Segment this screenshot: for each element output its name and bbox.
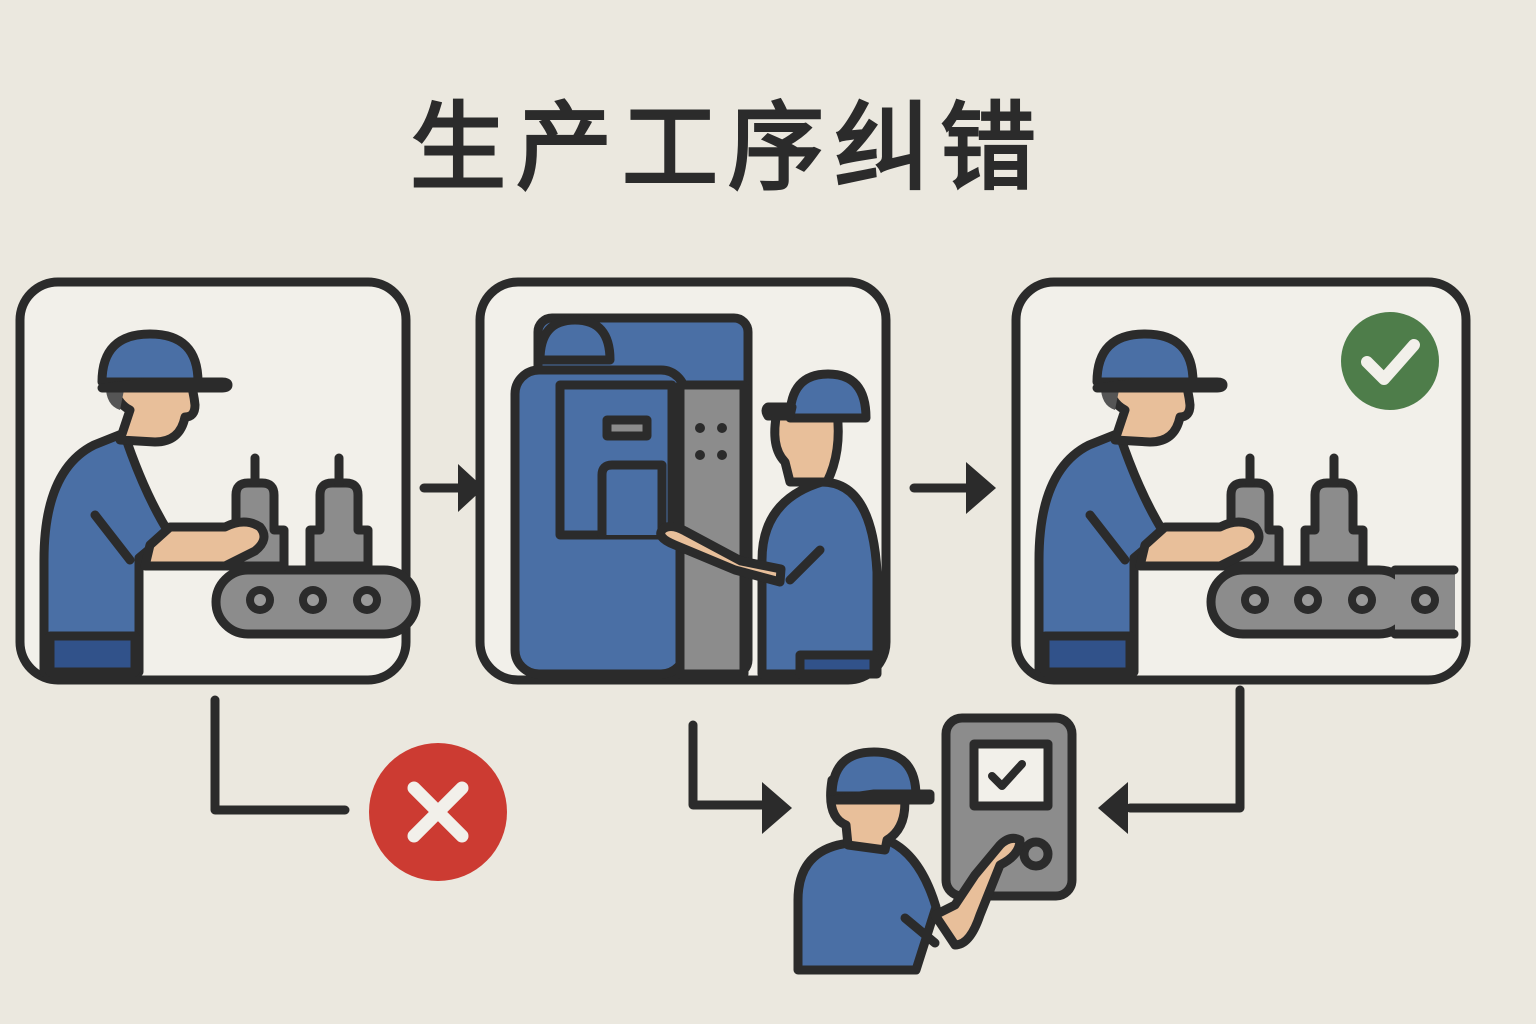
page-title: 生产工序纠错 [410,92,1046,204]
step-1-panel [15,277,416,685]
success-check-icon [1341,312,1439,410]
worker-at-conveyor-figure [1039,334,1459,672]
worker-operating-machine-figure [656,369,882,679]
inspector-figure [793,713,1077,975]
arrow-left-icon [1098,685,1245,834]
arrow-right-icon [419,464,484,512]
error-x-icon [369,743,507,881]
arrow-right-icon [688,720,792,834]
checklist-tablet-icon [941,713,1077,901]
arrow-right-icon [909,462,996,514]
step-2-panel [475,277,891,685]
step-3-panel [1011,277,1471,685]
machine-figure [510,313,753,679]
error-branch-connector [210,695,350,815]
